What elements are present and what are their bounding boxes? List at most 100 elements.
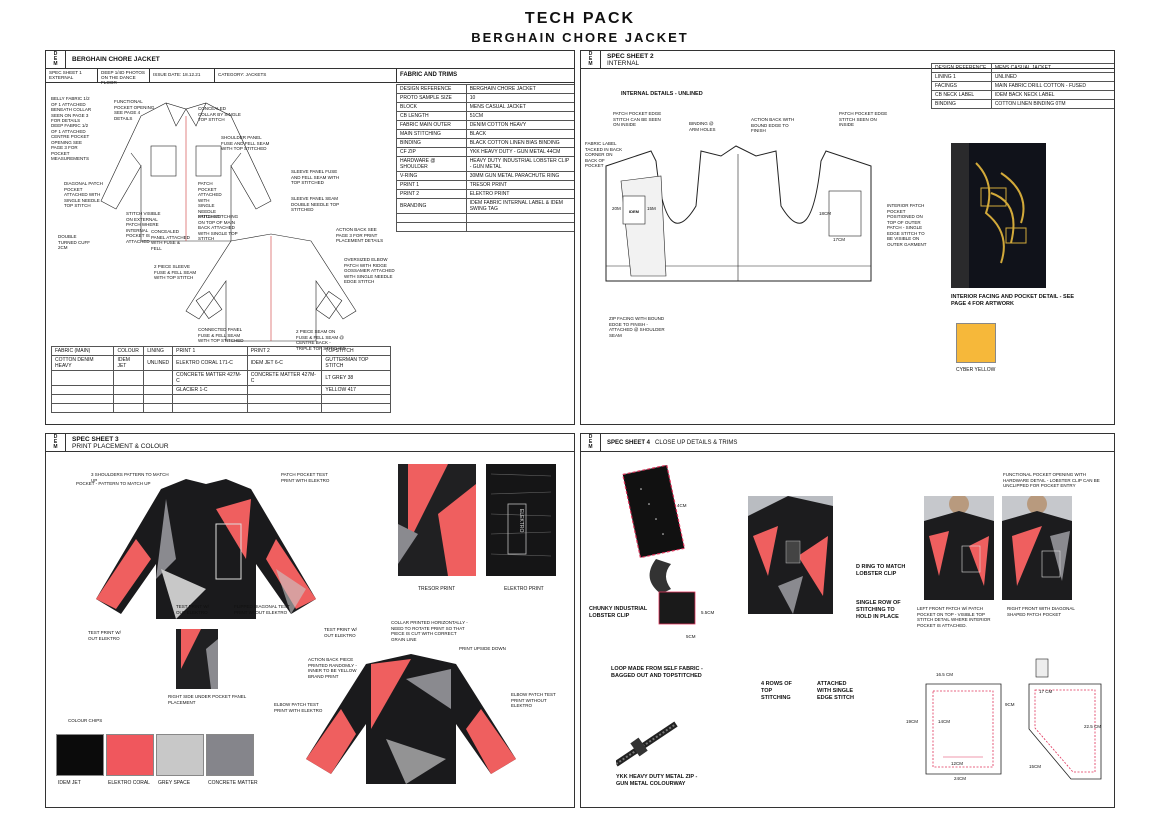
table-cell: MAIN STITCHING: [396, 129, 467, 139]
annotation: RIGHT SIDE UNDER POCKET PANEL PLACEMENT: [168, 694, 247, 705]
annotation: ACTION BACK PIECE PRINTED RANDOMLY - INN…: [308, 657, 357, 679]
table-cell: UNLINED: [143, 355, 174, 371]
table-cell: ELEKTRO CORAL 171-C: [172, 355, 248, 371]
table-cell: [143, 403, 174, 413]
table-cell: [396, 222, 467, 232]
dim-label: 22.5 CM: [1084, 724, 1102, 729]
right-front-photo: [1002, 496, 1072, 600]
spec-label: SPEC SHEET 1 EXTERNAL: [46, 69, 98, 82]
dim-label: 15M: [647, 206, 656, 211]
annotation: TEST PRINT W/ OUT ELEKTRO: [324, 627, 357, 638]
table-cell: [113, 385, 145, 395]
page-title: TECH PACK: [524, 10, 636, 27]
table-cell: [143, 394, 174, 404]
table-cell: HEAVY DUTY INDUSTRIAL LOBSTER CLIP - GUN…: [465, 156, 574, 172]
sheet-title: SPEC SHEET 2: [607, 52, 654, 60]
table-cell: LINING: [143, 346, 174, 356]
annotation: SLEEVE PANEL SEAM DOUBLE NEEDLE TOP STIT…: [291, 196, 340, 212]
table-cell: [172, 403, 248, 413]
dim-label: 4CM: [677, 503, 687, 508]
table-cell: FABRIC (MAIN): [50, 346, 115, 356]
colour-chips-label: COLOUR CHIPS: [68, 718, 103, 723]
annotation: DIAGONAL PATCH POCKET ATTACHED WITH SING…: [64, 181, 103, 208]
table-cell: [465, 222, 574, 232]
table-cell: [246, 385, 323, 395]
annotation: INTERIOR PATCH POCKET POSITIONED ON TOP …: [887, 203, 927, 247]
table-cell: [321, 394, 391, 404]
annotation: PATCH POCKET EDGE STITCH CAN BE SEEN ON …: [613, 111, 662, 127]
dim-label: 5CM: [686, 634, 696, 639]
table-cell: LINING 1: [931, 72, 992, 82]
colour-chip-label: ELEKTRO CORAL: [108, 780, 150, 786]
table-cell: GUTTERMAN TOP STITCH: [321, 355, 391, 371]
table-cell: MENS CASUAL JACKET: [465, 102, 574, 112]
annotation: FUNCTIONAL POCKET OPENING SEE PAGE 4 DET…: [114, 99, 155, 121]
annotation: RIGHT FRONT WITH DIAGONAL SHAPED PATCH P…: [1007, 606, 1075, 617]
lobster-clip-strap: [622, 464, 696, 625]
annotation: PATCH POCKET EDGE STITCH SEEN ON INSIDE: [839, 111, 888, 127]
table-cell: 10: [465, 93, 574, 103]
dim-label: 17 CM: [1039, 689, 1053, 694]
table-cell: [50, 403, 115, 413]
table-cell: [143, 385, 174, 395]
table-cell: [143, 370, 174, 386]
table-cell: DESIGN REFERENCE: [396, 84, 467, 94]
table-cell: PRINT 2: [246, 346, 323, 356]
table-cell: PROTO SAMPLE SIZE: [396, 93, 467, 103]
spec-note: DEEP 1/4D PHOTOS ON THE DANCE FLOOR: [98, 69, 150, 85]
dim-label: 5.5CM: [701, 610, 715, 615]
table-cell: [50, 394, 115, 404]
table-row: [396, 213, 574, 223]
sheet-title: BERGHAIN CHORE JACKET: [72, 56, 160, 63]
table-cell: BLACK COTTON LINEN BIAS BINDING: [465, 138, 574, 148]
annotation: DOUBLE TURNED CUFF 2CM: [58, 234, 90, 250]
jacket-closeup-photo: [748, 496, 833, 614]
table-cell: YKK HEAVY DUTY - GUN METAL 44CM: [465, 147, 574, 157]
sheet-subtitle: CLOSE UP DETAILS & TRIMS: [655, 439, 738, 446]
table-cell: BERGHAIN CHORE JACKET: [465, 84, 574, 94]
annotation: CONCEALED COLLAR BY SINGLE TOP STITCH: [198, 106, 241, 122]
annotation: FABRIC LABEL TACKED IN BACK CORNER ON BA…: [585, 141, 623, 168]
annotation: YKK HEAVY DUTY METAL ZIP - GUN METAL COL…: [616, 774, 698, 787]
elektro-tag: ELEKTRO: [518, 509, 524, 533]
annotation: BELLY FABRIC 1/2 OF 1 ATTACHED BENEATH C…: [51, 96, 92, 123]
table-row: [50, 394, 391, 404]
dim-label: 20M: [612, 206, 621, 211]
table-cell: 51CM: [465, 111, 574, 121]
table-cell: [465, 213, 574, 223]
diagonal-pocket-drawing: [1028, 658, 1102, 780]
table-cell: [113, 394, 145, 404]
annotation: ACTION BACK SEE PAGE 3 FOR PRINT PLACEME…: [336, 227, 384, 243]
table-cell: [113, 403, 145, 413]
table-row: [50, 403, 391, 413]
dim-label: 15CM: [1029, 764, 1042, 769]
page-subtitle: BERGHAIN CHORE JACKET: [471, 30, 689, 45]
table-cell: COTTON LINEN BINDING 0TM: [990, 99, 1114, 109]
sheet-title: SPEC SHEET 4: [607, 439, 651, 446]
facing-caption: INTERIOR FACING AND POCKET DETAIL - SEE …: [951, 294, 1075, 307]
table-cell: CONCRETE MATTER 427M-C: [246, 370, 323, 386]
elektro-label: ELEKTRO PRINT: [504, 586, 544, 592]
table-cell: 30MM GUN METAL PARACHUTE RING: [465, 171, 574, 181]
annotation: ELBOW PATCH TEST PRINT WITH ELEKTRO: [274, 702, 323, 713]
tresor-print: [398, 464, 476, 576]
annotation: DEEP FABRIC 1/2 OF 1 ATTACHED CENTRE POC…: [51, 123, 90, 161]
table-cell: YELLOW 417: [321, 385, 391, 395]
table-cell: TOPSTITCH: [321, 346, 391, 356]
table-cell: BRANDING: [396, 198, 467, 214]
table-cell: LT GREY 38: [321, 370, 391, 386]
annotation: 4 ROWS OF TOP STITCHING: [761, 681, 792, 701]
